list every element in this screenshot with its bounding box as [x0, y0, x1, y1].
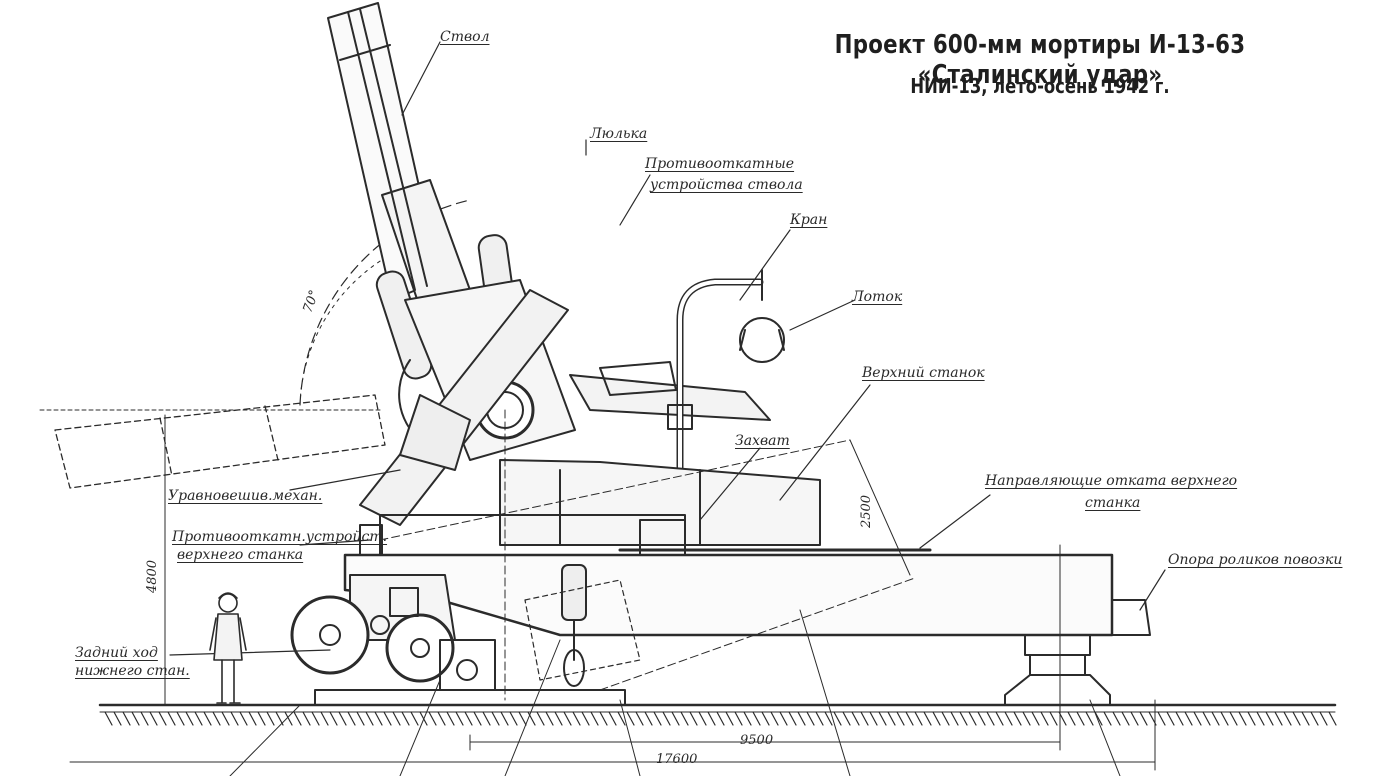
label-grip: Захват — [735, 433, 790, 449]
crane — [667, 269, 785, 484]
label-guides-2: станка — [1085, 495, 1141, 511]
central-jack — [524, 564, 641, 687]
tray — [569, 361, 771, 421]
dim-base: 9500 — [740, 733, 774, 748]
ground — [98, 703, 1337, 713]
roller-support — [1004, 634, 1111, 706]
label-upper-carriage: Верхний станок — [862, 365, 985, 381]
label-recoil-upper-2: верхнего станка — [177, 547, 304, 563]
label-crane: Кран — [790, 212, 828, 228]
balancer-arm — [359, 289, 569, 526]
label-barrel: Ствол — [440, 29, 490, 45]
ground-hatch — [104, 711, 1337, 726]
lower-carriage — [343, 548, 1151, 637]
label-roller-support: Опора роликов повозки — [1168, 552, 1343, 568]
label-cradle: Люлька — [590, 126, 648, 142]
page-title: Проект 600-мм мортиры И-13-63 «Сталински… — [834, 30, 1246, 90]
human-figure — [209, 592, 247, 704]
label-tray: Лоток — [852, 289, 903, 305]
barrel — [327, 2, 471, 309]
page-subtitle: НИИ-13, лето-осень 1942 г. — [910, 74, 1170, 98]
lowered-barrel-ghost — [54, 394, 386, 489]
dimension-lines — [39, 409, 1156, 776]
rear-support — [314, 639, 626, 706]
label-recoil-upper-1: Противооткатн.устройст. — [172, 529, 388, 545]
label-recoil-barrel-2: устройства ствола — [650, 177, 803, 193]
dim-recoil: 2500 — [859, 494, 875, 529]
wheel-bogie — [290, 574, 456, 683]
label-rear-2: нижнего стан. — [75, 663, 190, 679]
dim-length: 17600 — [656, 752, 698, 767]
dim-height: 4800 — [145, 559, 161, 594]
leader-lines — [169, 41, 1166, 656]
label-balancer: Уравновешив.механ. — [168, 488, 323, 504]
label-recoil-barrel-1: Противооткатные — [645, 156, 795, 172]
label-guides-1: Направляющие отката верхнего — [985, 473, 1238, 489]
label-rear-1: Задний ход — [75, 645, 158, 661]
